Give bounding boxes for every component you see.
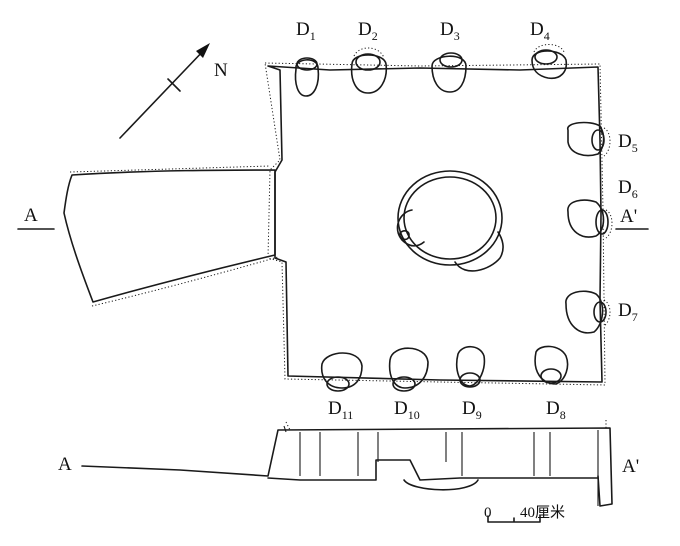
north-arrow: N	[119, 43, 228, 139]
scale-zero-label: 0	[484, 505, 492, 521]
north-arrow-tick	[167, 78, 181, 92]
scale-distance-label: 40厘米	[520, 504, 565, 521]
posthole-label-d8: D8	[546, 398, 566, 422]
postholes-right	[565, 121, 613, 334]
posthole-label-d10: D10	[394, 398, 420, 422]
section-line-markers: A A'	[17, 205, 649, 230]
scale-bar: 0 40厘米	[484, 504, 565, 523]
north-label: N	[214, 60, 228, 81]
north-arrow-shaft	[119, 47, 207, 139]
section-label-a-left: A	[24, 205, 38, 226]
section-label-a-right: A'	[620, 206, 637, 227]
posthole-label-d9: D9	[462, 398, 482, 422]
posthole-label-d6: D6	[618, 177, 638, 201]
central-hearth	[396, 170, 504, 272]
posthole-label-d5: D5	[618, 131, 638, 155]
posthole-label-d4: D4	[530, 19, 550, 43]
posthole-label-d7: D7	[618, 300, 638, 324]
entrance-ramp	[63, 165, 279, 307]
posthole-label-d3: D3	[440, 19, 460, 43]
section-profile-label-a-prime: A'	[622, 456, 639, 477]
section-profile-label-a: A	[58, 454, 72, 475]
posthole-label-d1: D1	[296, 19, 316, 43]
north-arrow-head	[196, 43, 210, 58]
posthole-label-d2: D2	[358, 19, 378, 43]
cross-section-profile: A A'	[58, 420, 639, 507]
posthole-labels: D1 D2 D3 D4 D5 D6 D7 D8 D9 D10 D11	[296, 19, 638, 422]
posthole-label-d11: D11	[328, 398, 353, 422]
postholes-top	[294, 44, 568, 97]
postholes-bottom	[320, 345, 569, 392]
house-floor-outline	[264, 62, 606, 386]
